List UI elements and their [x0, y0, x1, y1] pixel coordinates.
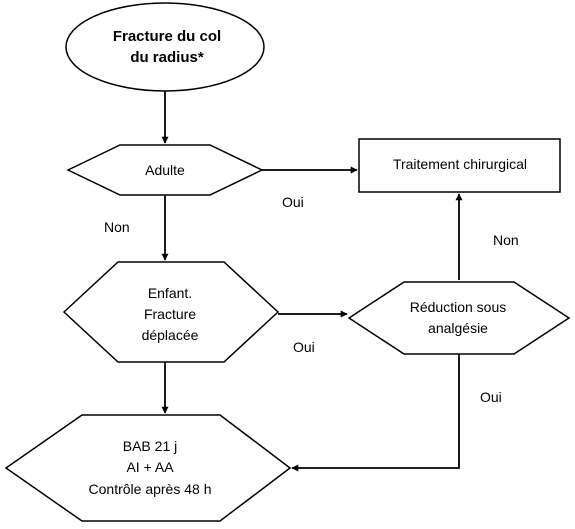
node-start-line-2: du radius* — [130, 49, 204, 66]
label-reduction-non: Non — [493, 232, 519, 248]
label-enfant-oui: Oui — [293, 339, 315, 355]
node-adulte: Adulte — [66, 144, 264, 196]
label-reduction-oui: Oui — [480, 389, 502, 405]
node-enfant-line-3: déplacée — [142, 327, 199, 343]
node-traitement-line-1: Traitement chirurgical — [393, 156, 527, 172]
node-reduction-line-1: Réduction sous — [410, 299, 507, 315]
node-reduction-line-2: analgésie — [428, 320, 488, 336]
node-start-line-1: Fracture du col — [113, 28, 221, 45]
node-bab: BAB 21 j AI + AA Contrôle après 48 h — [4, 414, 292, 522]
edge-reduction-to-bab — [291, 354, 460, 472]
node-reduction: Réduction sous analgésie — [347, 281, 571, 355]
label-adulte-non: Non — [104, 219, 130, 235]
label-adulte-oui: Oui — [282, 194, 304, 210]
node-traitement: Traitement chirurgical — [358, 138, 561, 193]
node-enfant-line-1: Enfant. — [148, 285, 192, 301]
node-adulte-line-1: Adulte — [145, 162, 185, 178]
node-enfant-line-2: Fracture — [144, 306, 196, 322]
node-bab-line-1: BAB 21 j — [123, 438, 177, 454]
node-bab-line-3: Contrôle après 48 h — [89, 481, 212, 497]
node-enfant: Enfant. Fracture déplacée — [62, 261, 280, 363]
node-start: Fracture du col du radius* — [65, 2, 265, 92]
node-bab-line-2: AI + AA — [126, 459, 174, 475]
